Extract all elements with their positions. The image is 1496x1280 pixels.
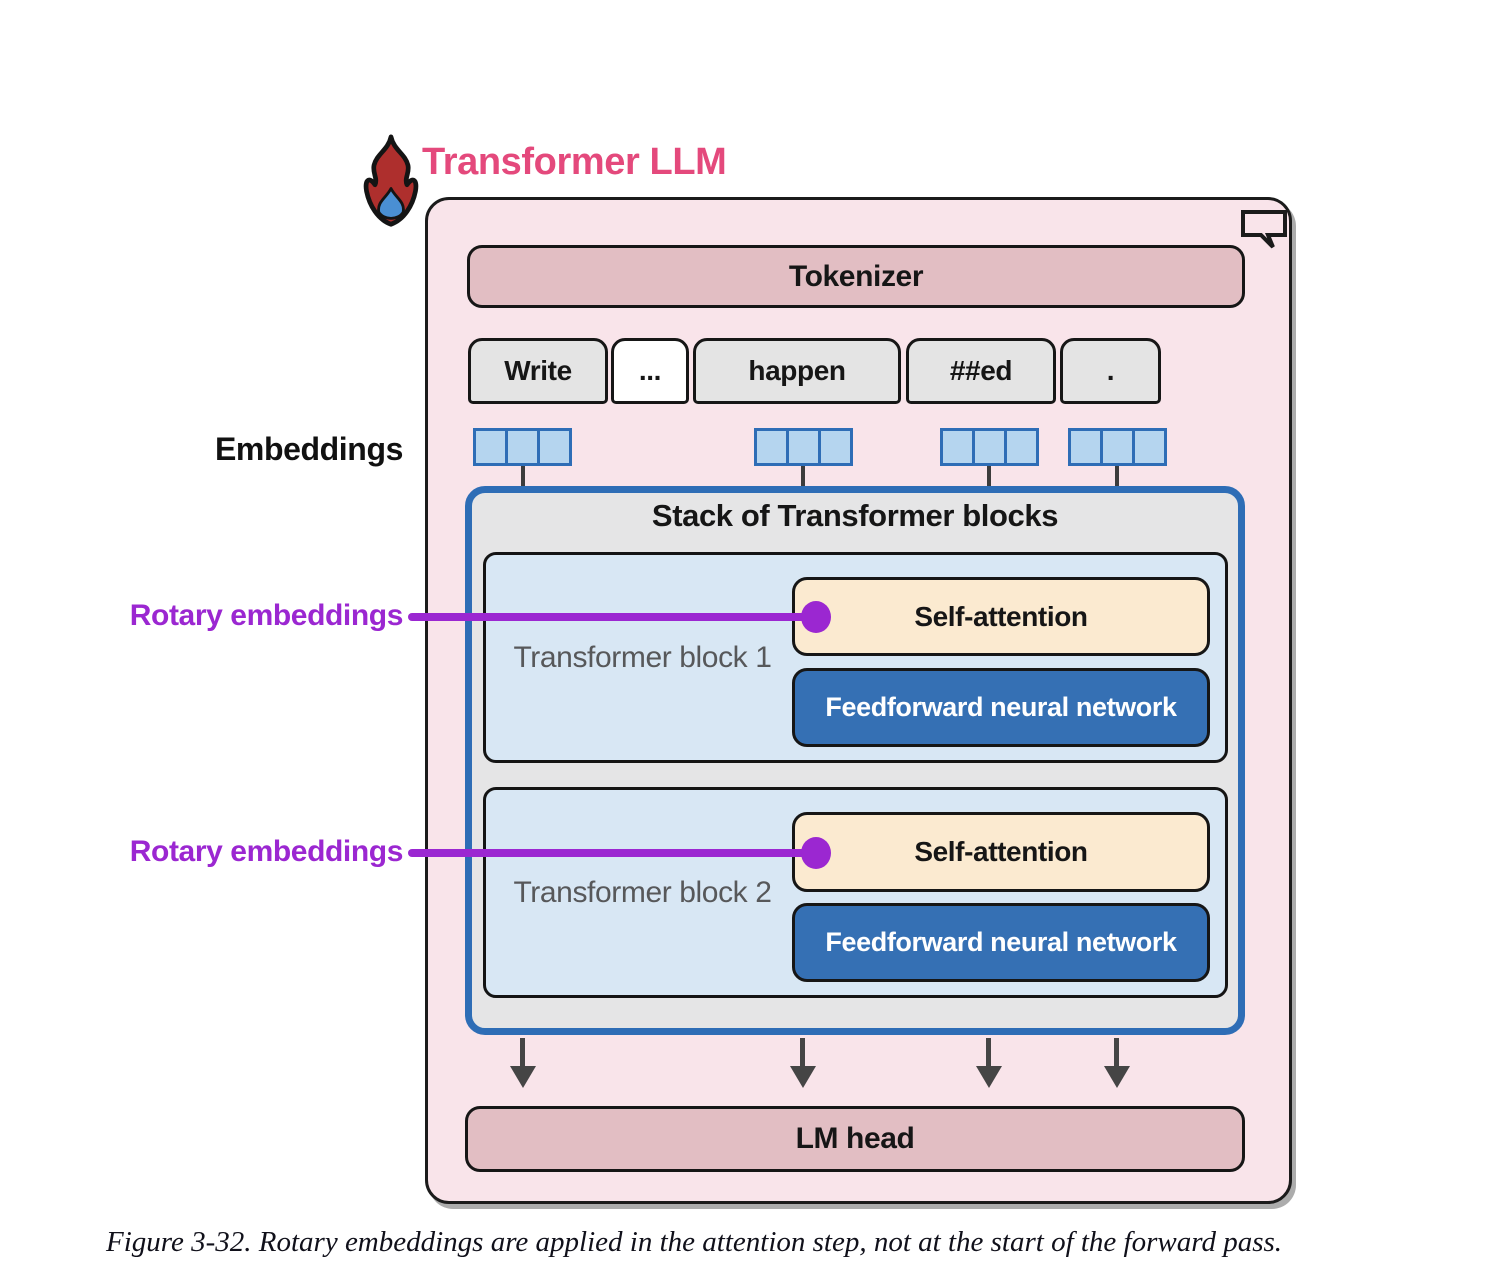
output-arrow (520, 1038, 525, 1066)
token-write: Write (468, 338, 608, 404)
output-arrow (986, 1038, 991, 1066)
embedding-cell (505, 431, 537, 463)
speech-bubble-icon (1241, 210, 1287, 249)
diagram-title: Transformer LLM (422, 141, 727, 183)
output-arrowhead-icon (976, 1066, 1002, 1088)
embedding-cells (940, 428, 1039, 466)
embedding-cell (1132, 431, 1164, 463)
embedding-cells (473, 428, 572, 466)
output-arrowhead-icon (510, 1066, 536, 1088)
stack-title: Stack of Transformer blocks (651, 498, 1059, 533)
output-arrowhead-icon (790, 1066, 816, 1088)
self-attention-box-2: Self-attention (792, 812, 1210, 892)
embedding-cell (1100, 431, 1132, 463)
rotary-pointer-dot-1 (801, 601, 831, 633)
embedding-cell (1071, 431, 1100, 463)
embedding-cell (537, 431, 569, 463)
embedding-cell (972, 431, 1004, 463)
embedding-cells (1068, 428, 1167, 466)
embedding-cell (1004, 431, 1036, 463)
embedding-cells (754, 428, 853, 466)
rotary-pointer-line-1 (408, 613, 808, 621)
tokenizer-box: Tokenizer (467, 245, 1245, 308)
rotary-embeddings-label-2: Rotary embeddings (129, 835, 404, 868)
feedforward-box-1: Feedforward neural network (792, 668, 1210, 747)
output-arrow (1114, 1038, 1119, 1066)
transformer-block-2-label: Transformer block 2 (513, 876, 772, 909)
token-period: . (1060, 338, 1161, 404)
embedding-connector (1115, 466, 1119, 488)
feedforward-box-2: Feedforward neural network (792, 903, 1210, 982)
embedding-cell (757, 431, 786, 463)
embeddings-label: Embeddings (214, 431, 403, 467)
token-happen: happen (693, 338, 901, 404)
rotary-pointer-dot-2 (801, 837, 831, 869)
transformer-block-1-label: Transformer block 1 (513, 641, 772, 674)
embedding-connector (521, 466, 525, 488)
self-attention-box-1: Self-attention (792, 577, 1210, 656)
embedding-cell (943, 431, 972, 463)
rotary-embeddings-label-1: Rotary embeddings (129, 599, 404, 632)
token-ellipsis: ... (611, 338, 689, 404)
output-arrowhead-icon (1104, 1066, 1130, 1088)
embedding-cell (476, 431, 505, 463)
figure-caption: Figure 3-32. Rotary embeddings are appli… (106, 1226, 1283, 1258)
rotary-pointer-line-2 (408, 849, 808, 857)
embedding-cell (818, 431, 850, 463)
flame-icon (363, 134, 419, 227)
output-arrow (800, 1038, 805, 1066)
token-ed: ##ed (906, 338, 1056, 404)
embedding-cell (786, 431, 818, 463)
lm-head-box: LM head (465, 1106, 1245, 1172)
embedding-connector (801, 466, 805, 488)
embedding-connector (987, 466, 991, 488)
